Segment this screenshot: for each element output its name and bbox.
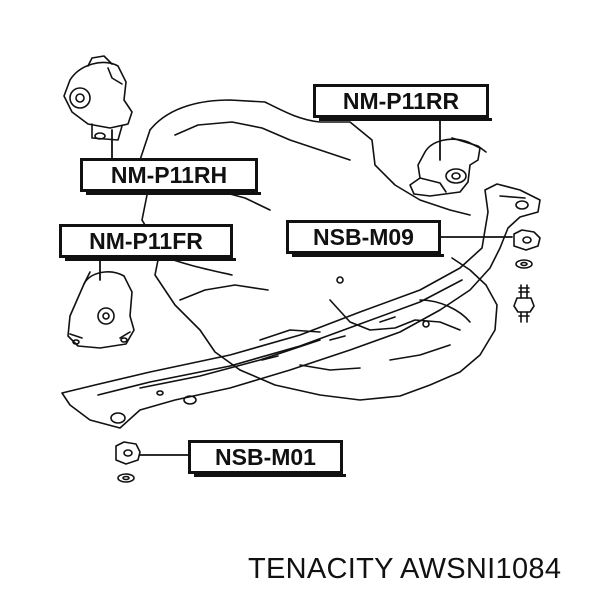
part-number: AWSNI1084 [400,553,562,585]
mount-rh-part [63,55,133,141]
mount-rr-part [409,137,487,197]
label-nm-p11rh: NM-P11RH [80,158,261,195]
brand-name: TENACITY [248,553,394,585]
label-nm-p11fr: NM-P11FR [59,224,236,261]
nut-m09-part [513,229,541,323]
footer-caption: TENACITY AWSNI1084 [248,553,593,589]
label-nsb-m09: NSB-M09 [286,220,444,257]
crossmember-bracket [61,183,541,429]
nut-m01-part [115,441,141,483]
mount-fr-part [67,271,135,349]
label-nm-p11rr: NM-P11RR [313,84,492,121]
leader-lines [99,119,513,456]
label-nsb-m01: NSB-M01 [188,440,346,477]
